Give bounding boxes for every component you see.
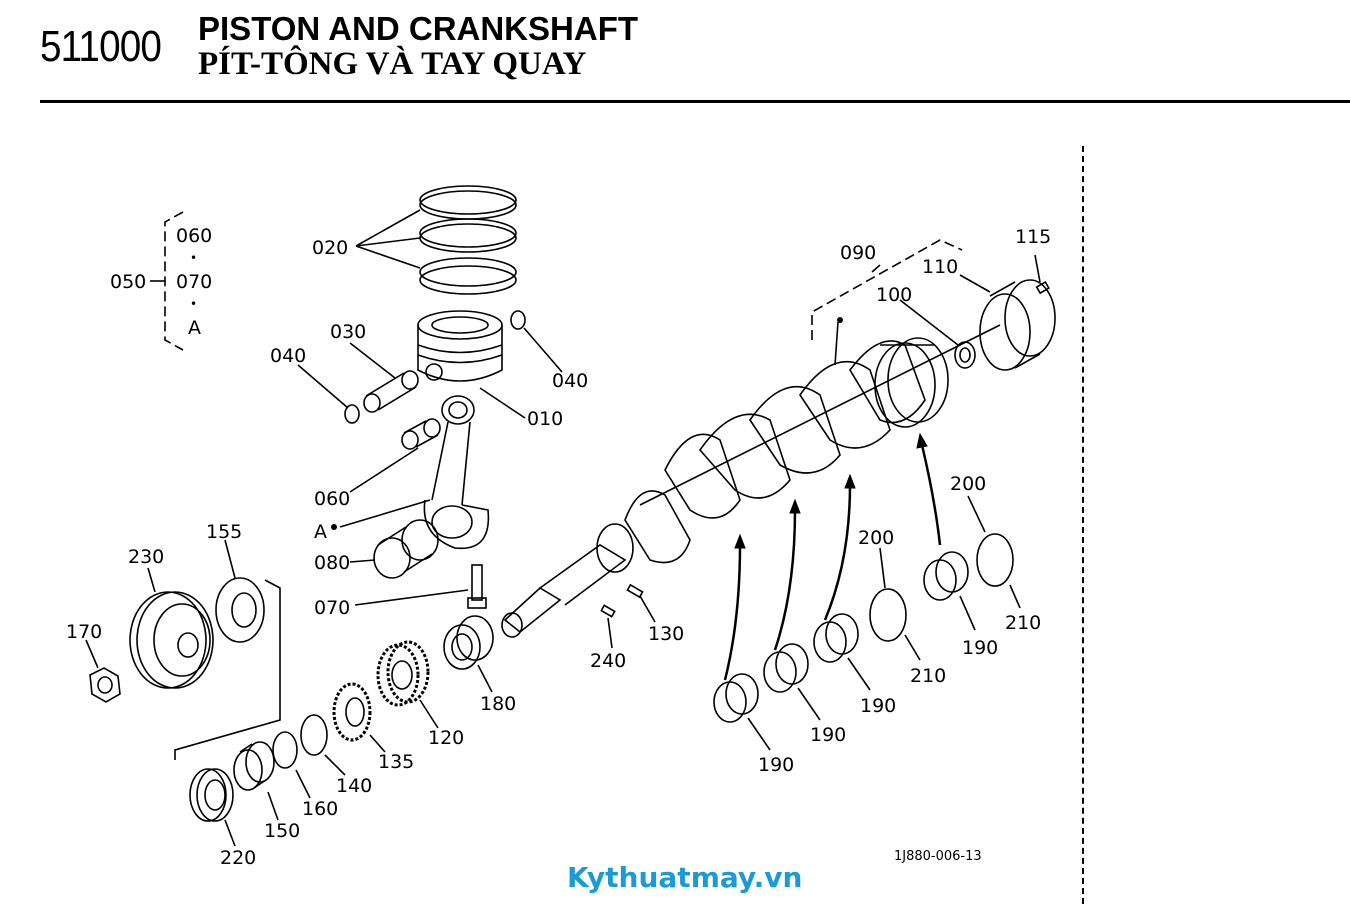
label-210-left: 210 [910, 665, 946, 687]
label-100: 100 [876, 284, 912, 306]
small-end-bushing [401, 418, 441, 450]
label-110: 110 [922, 256, 958, 278]
ref-dot-a [331, 524, 337, 530]
label-200-left: 200 [858, 527, 894, 549]
thrust-washer-2 [976, 533, 1014, 587]
label-060: 060 [314, 488, 350, 510]
rear-bushing [979, 279, 1056, 371]
label-190-3: 190 [860, 695, 896, 717]
main-bearing-3 [813, 613, 859, 663]
connecting-rod [423, 395, 490, 550]
collar [233, 741, 275, 791]
section-code: 511000 [40, 22, 162, 71]
label-220: 220 [220, 847, 256, 869]
label-090: 090 [840, 242, 876, 264]
label-190-4: 190 [962, 637, 998, 659]
label-010: 010 [527, 408, 563, 430]
conrod-bearing [373, 519, 439, 579]
crankshaft [501, 324, 1001, 638]
label-050: 050 [110, 271, 146, 293]
label-190-1: 190 [758, 754, 794, 776]
key-130 [626, 583, 644, 599]
circlip-left [344, 404, 360, 424]
main-bearing-1 [713, 673, 759, 723]
dashed-separator [1082, 146, 1084, 904]
label-240: 240 [590, 650, 626, 672]
label-135: 135 [378, 751, 414, 773]
key-240 [600, 604, 616, 618]
ref-dot-090 [837, 317, 843, 323]
piston-pin [363, 370, 419, 413]
o-ring [272, 731, 298, 769]
title-vietnamese: PÍT-TÔNG VÀ TAY QUAY [198, 46, 587, 82]
main-bearing-2 [763, 643, 809, 693]
label-150: 150 [264, 820, 300, 842]
label-080: 080 [314, 552, 350, 574]
main-bearing-4 [923, 551, 969, 601]
thrust-shim [300, 714, 328, 756]
label-a: A [314, 521, 327, 543]
label-dot-1: • [190, 251, 197, 265]
label-030: 030 [330, 321, 366, 343]
drawing [85, 185, 1056, 847]
label-160: 160 [302, 798, 338, 820]
label-115: 115 [1015, 226, 1051, 248]
label-dot-2: • [190, 297, 197, 311]
assembly-arrows [723, 432, 942, 681]
label-020: 020 [312, 237, 348, 259]
crank-gear [376, 640, 430, 707]
pulley-nut [89, 667, 121, 703]
oil-pump-gear [332, 682, 372, 742]
label-060-top: 060 [176, 225, 212, 247]
label-190-2: 190 [810, 724, 846, 746]
crank-pulley [129, 591, 214, 689]
piston-rings [419, 185, 517, 295]
header-rule [40, 100, 1350, 103]
label-180: 180 [480, 693, 516, 715]
watermark: Kythuatmay.vn [567, 861, 803, 894]
label-070-top: 070 [176, 271, 212, 293]
label-230: 230 [128, 546, 164, 568]
conrod-bolt [467, 564, 487, 609]
circlip-right [510, 310, 526, 330]
front-bearing [443, 615, 494, 670]
label-130: 130 [648, 623, 684, 645]
piston [417, 310, 503, 382]
figure-id: 1J880-006-13 [894, 849, 982, 864]
pilot-bearing [954, 341, 976, 369]
bracket-090 [811, 239, 963, 340]
label-200-right: 200 [950, 473, 986, 495]
front-seal [189, 768, 234, 822]
label-170: 170 [66, 621, 102, 643]
label-040-right: 040 [552, 370, 588, 392]
dowel-pin [1035, 280, 1050, 295]
bracket-pulley-group [174, 579, 281, 760]
label-040-left: 040 [270, 345, 306, 367]
part-labels: 060 • 070 • A 050 020 030 040 040 010 06… [66, 225, 1051, 869]
label-210-right: 210 [1005, 612, 1041, 634]
label-a-top: A [188, 317, 201, 339]
label-155: 155 [206, 521, 242, 543]
label-120: 120 [428, 727, 464, 749]
title-english: PISTON AND CRANKSHAFT [198, 10, 639, 47]
label-070: 070 [314, 597, 350, 619]
label-140: 140 [336, 775, 372, 797]
thrust-washer-1 [869, 588, 907, 642]
oil-seal [215, 577, 265, 643]
